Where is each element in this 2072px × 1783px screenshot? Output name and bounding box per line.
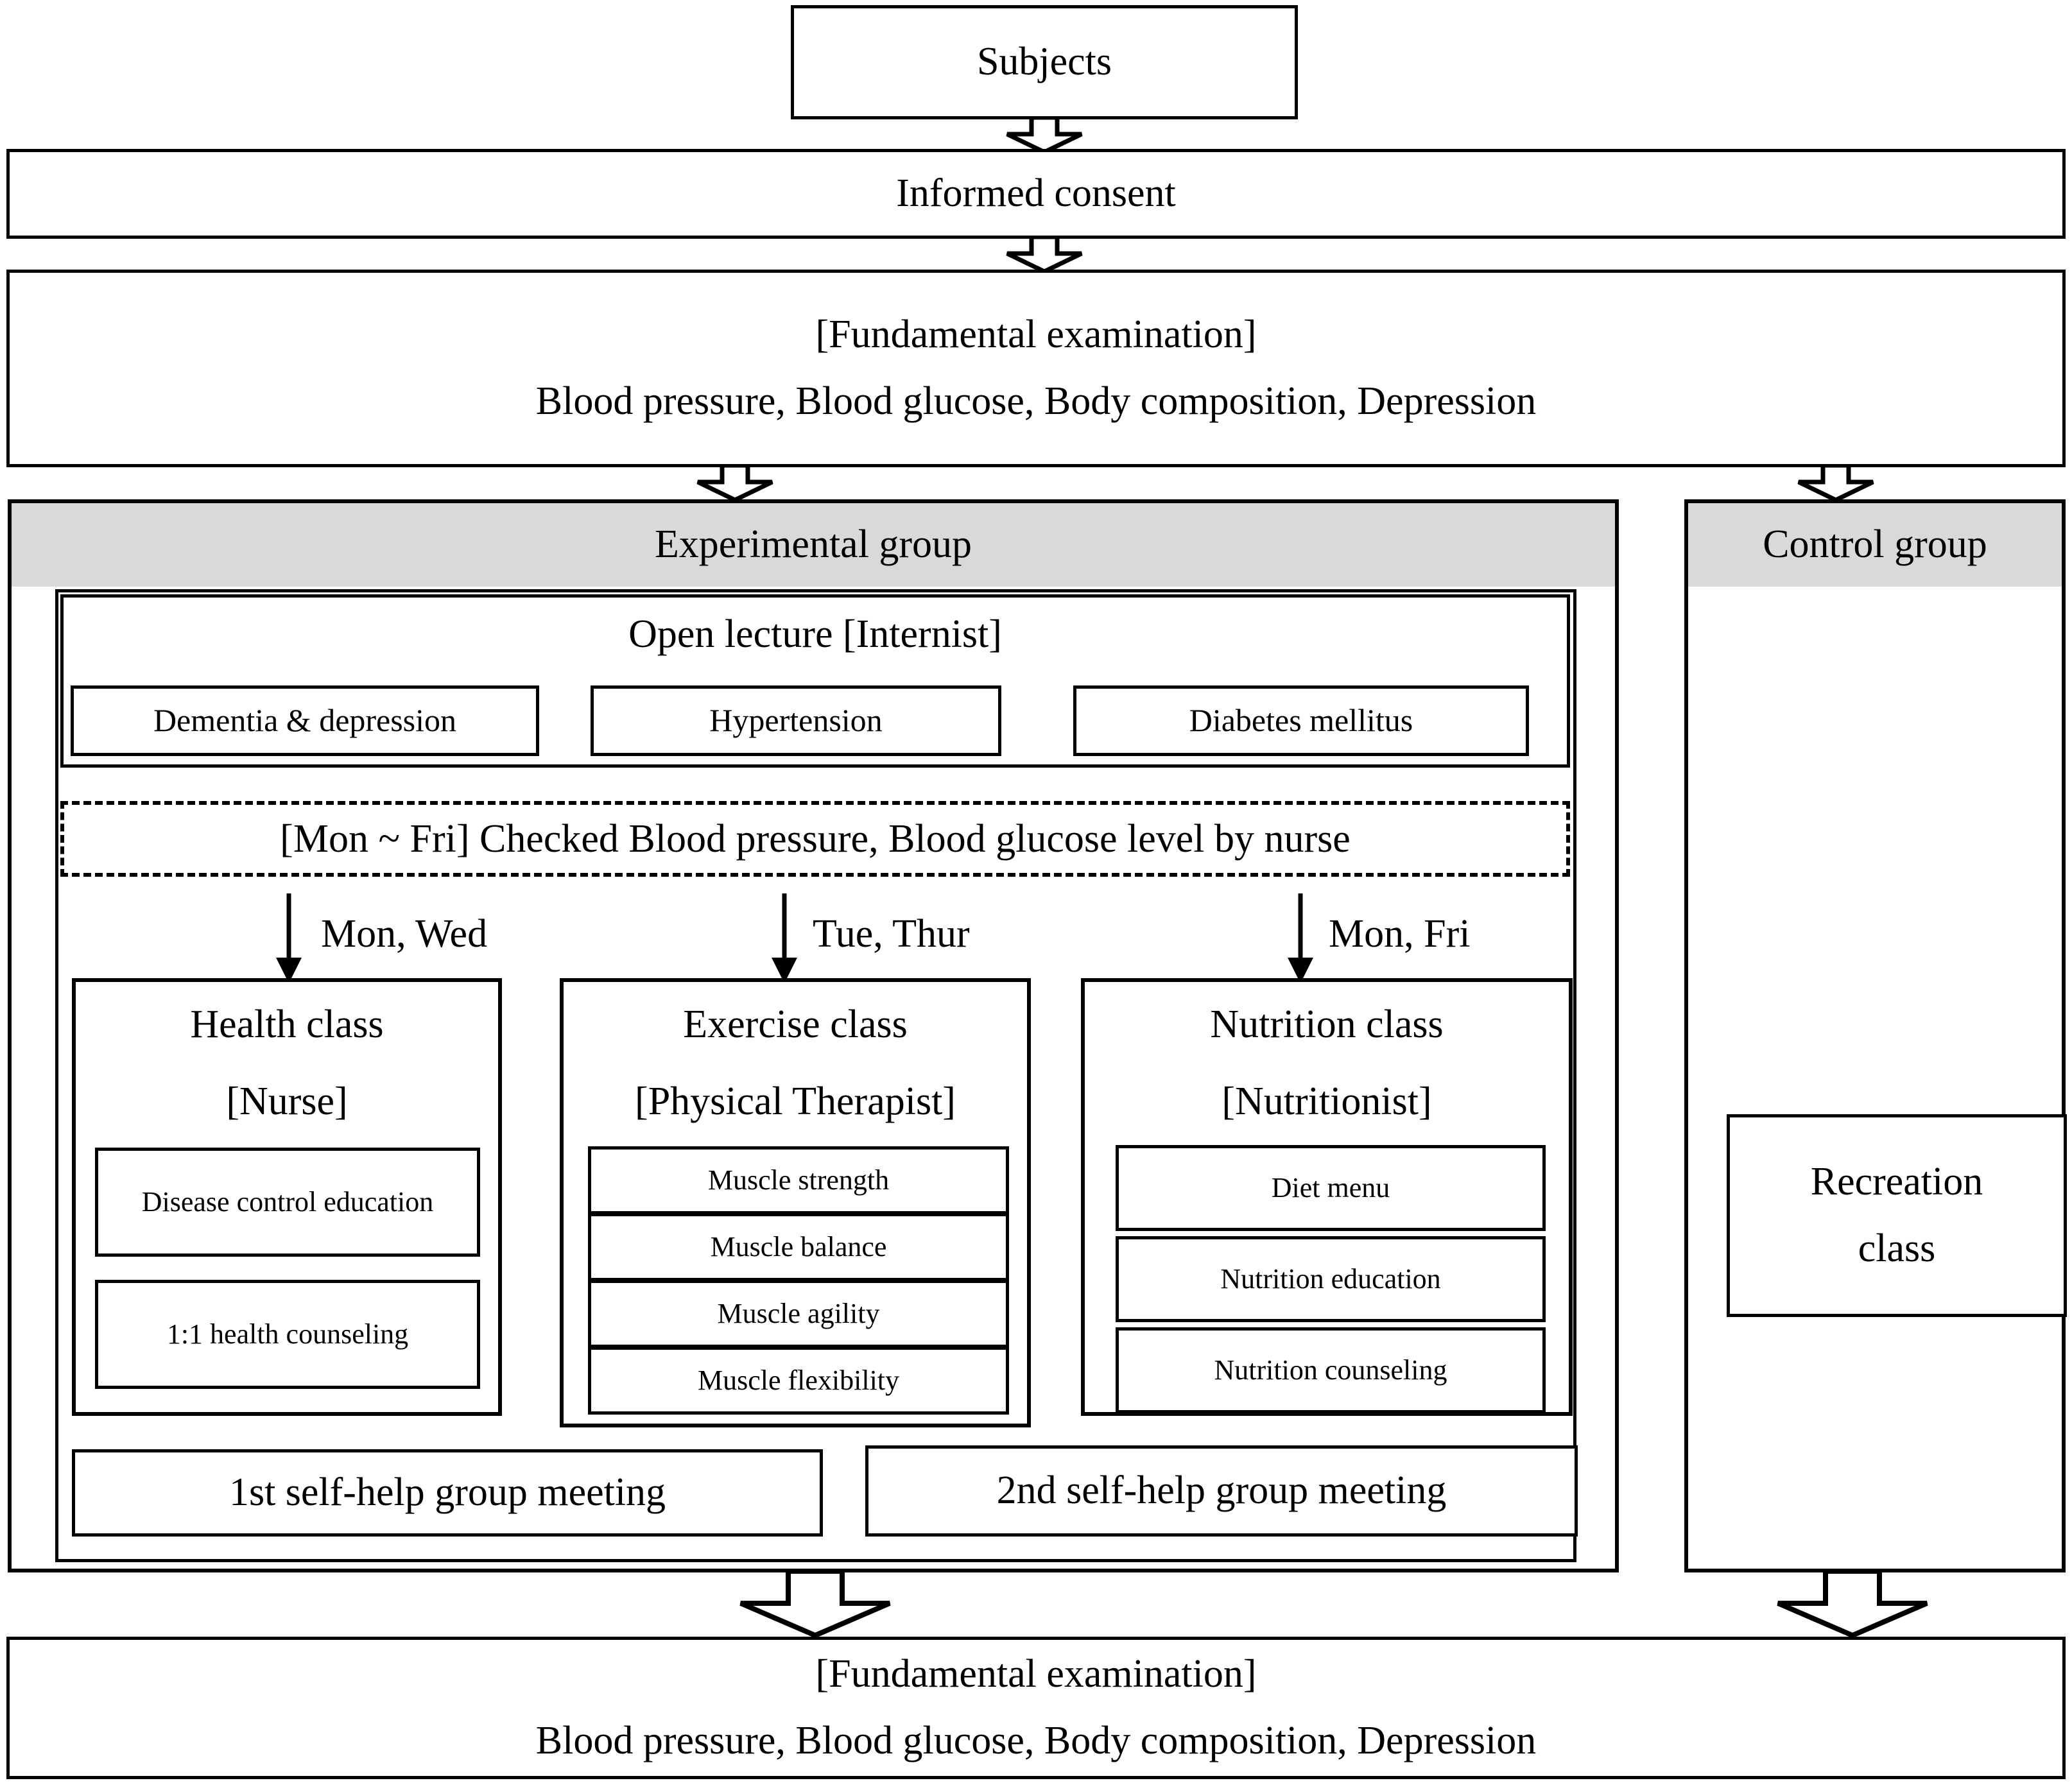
control-group-label: Control group [1763, 522, 1987, 567]
control-group-container [1684, 499, 2066, 1572]
arrow-exam-to-experimental [696, 465, 773, 501]
nutrition-class-title: Nutrition class [1210, 1002, 1444, 1046]
lecture-topic-hypertension: Hypertension [591, 685, 1001, 756]
exam-top-detail: Blood pressure, Blood glucose, Body comp… [535, 379, 1537, 423]
schedule-label-mon-fri: Mon, Fri [1329, 911, 1471, 956]
experimental-group-header: Experimental group [12, 503, 1615, 587]
nurse-monitoring-box: [Mon ~ Fri] Checked Blood pressure, Bloo… [60, 801, 1570, 877]
fundamental-exam-bottom-box: [Fundamental examination] Blood pressure… [6, 1637, 2066, 1779]
health-class-provider: [Nurse] [226, 1079, 348, 1123]
nutrition-class-item-counseling: Nutrition counseling [1116, 1327, 1546, 1413]
lecture-topic-diabetes: Diabetes mellitus [1073, 685, 1529, 756]
arrow-control-to-final-exam [1777, 1571, 1928, 1638]
exercise-class-title: Exercise class [683, 1002, 908, 1046]
fundamental-exam-top-box: [Fundamental examination] Blood pressure… [6, 270, 2066, 467]
exam-bottom-detail: Blood pressure, Blood glucose, Body comp… [535, 1719, 1537, 1762]
subjects-box: Subjects [791, 5, 1298, 119]
exercise-class-item-agility: Muscle agility [588, 1280, 1009, 1348]
exercise-class-item-balance: Muscle balance [588, 1213, 1009, 1281]
experimental-group-label: Experimental group [654, 522, 972, 567]
exercise-class-item-flexibility: Muscle flexibility [588, 1347, 1009, 1415]
arrow-subjects-to-consent [1006, 117, 1083, 153]
nutrition-class-item-education: Nutrition education [1116, 1236, 1546, 1322]
lecture-topic-dementia: Dementia & depression [71, 685, 539, 756]
recreation-class-box: Recreation class [1727, 1114, 2067, 1317]
subjects-label: Subjects [976, 40, 1112, 84]
nurse-monitoring-label: [Mon ~ Fri] Checked Blood pressure, Bloo… [280, 816, 1351, 861]
arrow-to-health-class [276, 893, 302, 983]
arrow-consent-to-exam [1006, 237, 1083, 273]
recreation-class-line2: class [1858, 1227, 1936, 1270]
arrow-exam-to-control [1797, 465, 1874, 501]
control-group-header: Control group [1688, 503, 2062, 587]
open-lecture-title: Open lecture [Internist] [628, 612, 1002, 656]
informed-consent-box: Informed consent [6, 149, 2066, 239]
arrow-to-nutrition-class [1288, 893, 1313, 983]
health-class-item-disease-control: Disease control education [95, 1148, 480, 1257]
exercise-class-provider: [Physical Therapist] [635, 1079, 956, 1123]
exercise-class-item-strength: Muscle strength [588, 1146, 1009, 1214]
self-help-meeting-2: 2nd self-help group meeting [865, 1445, 1578, 1537]
health-class-title: Health class [190, 1002, 384, 1046]
health-class-item-counseling: 1:1 health counseling [95, 1280, 480, 1389]
exam-top-title: [Fundamental examination] [815, 313, 1257, 357]
nutrition-class-provider: [Nutritionist] [1222, 1079, 1432, 1123]
informed-consent-label: Informed consent [896, 171, 1176, 216]
arrow-to-exercise-class [772, 893, 797, 983]
schedule-label-tue-thur: Tue, Thur [813, 911, 970, 956]
recreation-class-line1: Recreation [1810, 1160, 1983, 1204]
nutrition-class-item-diet-menu: Diet menu [1116, 1145, 1546, 1231]
experimental-inner-frame [55, 589, 1576, 1562]
schedule-label-mon-wed: Mon, Wed [321, 911, 488, 956]
self-help-meeting-1: 1st self-help group meeting [72, 1449, 823, 1537]
exam-bottom-title: [Fundamental examination] [815, 1652, 1257, 1696]
arrow-experimental-to-final-exam [739, 1571, 891, 1638]
